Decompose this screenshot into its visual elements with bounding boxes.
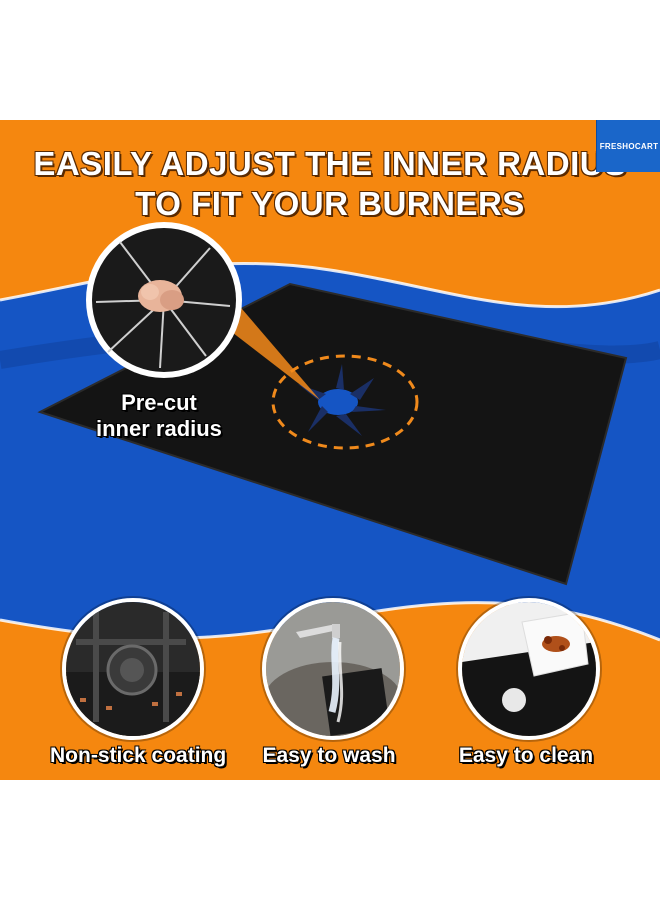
headline: EASILY ADJUST THE INNER RADIUS TO FIT YO…: [0, 144, 660, 224]
feature-label-wash: Easy to wash: [262, 744, 396, 767]
callout-line-1: Pre-cut: [121, 390, 197, 415]
callout-line-2: inner radius: [96, 416, 222, 441]
product-banner: EASILY ADJUST THE INNER RADIUS TO FIT YO…: [0, 120, 660, 780]
feature-circle-nonstick: [62, 598, 204, 740]
feature-label-nonstick: Non-stick coating: [50, 744, 227, 767]
wipe-clean-icon: [462, 602, 596, 736]
brand-badge: FRESHOCART: [596, 120, 660, 172]
headline-line-2: TO FIT YOUR BURNERS: [135, 185, 525, 222]
headline-line-1: EASILY ADJUST THE INNER RADIUS: [33, 145, 627, 182]
feature-circle-clean: [458, 598, 600, 740]
magnifier-circle: [86, 222, 242, 378]
feature-label-clean: Easy to clean: [458, 744, 594, 767]
radius-dashed-outline: [271, 354, 419, 450]
precut-callout: Pre-cut inner radius: [96, 390, 222, 442]
stove-grate-icon: [66, 602, 200, 736]
faucet-water-icon: [266, 602, 400, 736]
feature-circle-wash: [262, 598, 404, 740]
brand-name: FRESHOCART: [599, 142, 659, 151]
